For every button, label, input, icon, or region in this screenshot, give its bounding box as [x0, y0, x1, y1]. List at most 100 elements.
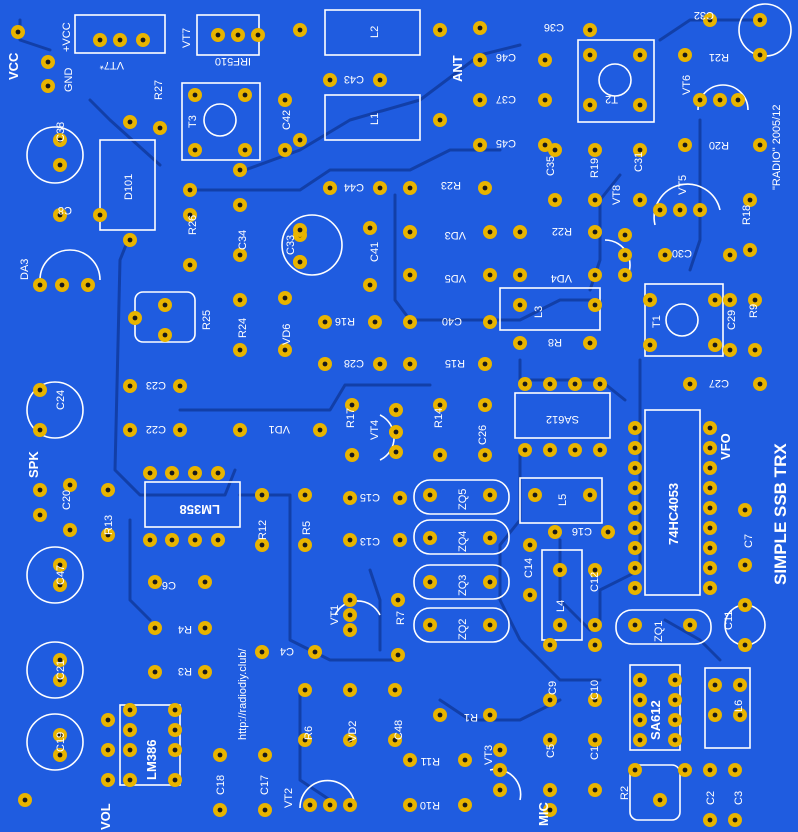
drill-hole [707, 585, 713, 591]
drill-hole [217, 807, 223, 813]
drill-hole [712, 342, 718, 348]
drill-hole [393, 407, 399, 413]
drill-hole [632, 425, 638, 431]
drill-hole [592, 642, 598, 648]
drill-hole [557, 622, 563, 628]
drill-hole [297, 27, 303, 33]
drill-hole [437, 712, 443, 718]
drill-hole [127, 383, 133, 389]
drill-hole [132, 315, 138, 321]
drill-hole [747, 197, 753, 203]
drill-hole [757, 52, 763, 58]
drill-hole [727, 252, 733, 258]
drill-hole [632, 622, 638, 628]
drill-hole [462, 757, 468, 763]
mic-label: MIC [536, 802, 551, 826]
c29-label: C29 [726, 310, 738, 330]
c44-label: C44 [344, 181, 364, 193]
drill-hole [192, 92, 198, 98]
r11-label: R11 [421, 755, 440, 767]
drill-hole [637, 737, 643, 743]
c46-label: C46 [496, 51, 516, 63]
drill-hole [127, 707, 133, 713]
drill-hole [397, 537, 403, 543]
c36-label: C36 [544, 21, 564, 33]
drill-hole [752, 297, 758, 303]
drill-hole [172, 747, 178, 753]
drill-hole [322, 319, 328, 325]
c22-label: C22 [146, 423, 166, 435]
drill-hole [587, 492, 593, 498]
drill-hole [737, 682, 743, 688]
drill-hole [542, 57, 548, 63]
r12-label: R12 [257, 520, 269, 540]
r3-label: R3 [178, 665, 192, 677]
drill-hole [162, 332, 168, 338]
drill-hole [527, 542, 533, 548]
drill-hole [735, 97, 741, 103]
drill-hole [482, 452, 488, 458]
c19-label: C19 [55, 732, 67, 752]
drill-hole [105, 532, 111, 538]
c4-label: C4 [280, 645, 294, 657]
r27-label: R27 [153, 80, 165, 100]
c37-label: C37 [496, 93, 516, 105]
drill-hole [307, 802, 313, 808]
r13-label: R13 [103, 515, 115, 535]
drill-hole [427, 579, 433, 585]
drill-hole [57, 582, 63, 588]
drill-hole [57, 212, 63, 218]
r5-label: R5 [301, 521, 313, 535]
vt4-label: VT4 [369, 420, 381, 440]
r10-label: R10 [420, 799, 440, 811]
drill-hole [407, 229, 413, 235]
c20-label: C20 [61, 490, 73, 510]
drill-hole [437, 452, 443, 458]
drill-hole [237, 427, 243, 433]
drill-hole [487, 272, 493, 278]
drill-hole [312, 649, 318, 655]
drill-hole [407, 185, 413, 191]
c11-label: C11 [723, 611, 735, 630]
drill-hole [697, 97, 703, 103]
drill-hole [712, 712, 718, 718]
drill-hole [657, 797, 663, 803]
drill-hole [97, 212, 103, 218]
drill-hole [637, 52, 643, 58]
drill-hole [105, 777, 111, 783]
drill-hole [152, 579, 158, 585]
drill-hole [282, 347, 288, 353]
drill-hole [202, 625, 208, 631]
drill-hole [477, 25, 483, 31]
drill-hole [347, 537, 353, 543]
drill-hole [517, 302, 523, 308]
drill-hole [662, 252, 668, 258]
r9-label: R9 [748, 304, 760, 318]
drill-hole [377, 185, 383, 191]
drill-hole [587, 340, 593, 346]
drill-hole [15, 29, 21, 35]
drill-hole [737, 712, 743, 718]
c48-label: C48 [393, 720, 405, 740]
zq2-label: ZQ2 [457, 619, 469, 640]
drill-hole [327, 802, 333, 808]
drill-hole [707, 817, 713, 823]
drill-hole [637, 147, 643, 153]
drill-hole [347, 802, 353, 808]
c13-label: C13 [360, 535, 380, 547]
c14-label: C14 [523, 558, 535, 578]
drill-hole [407, 757, 413, 763]
r25-label: R25 [201, 310, 213, 330]
vt7s-label: VT7* [99, 59, 124, 71]
c12-label: C12 [589, 572, 601, 592]
drill-hole [372, 319, 378, 325]
vt2-label: VT2 [283, 788, 295, 808]
drill-hole [572, 447, 578, 453]
drill-hole [542, 97, 548, 103]
drill-hole [707, 525, 713, 531]
drill-hole [127, 427, 133, 433]
c18-label: C18 [215, 775, 227, 795]
zq4-label: ZQ4 [457, 531, 469, 552]
r19-label: R19 [589, 158, 601, 178]
hc4053-label: 74HC4053 [666, 483, 681, 545]
